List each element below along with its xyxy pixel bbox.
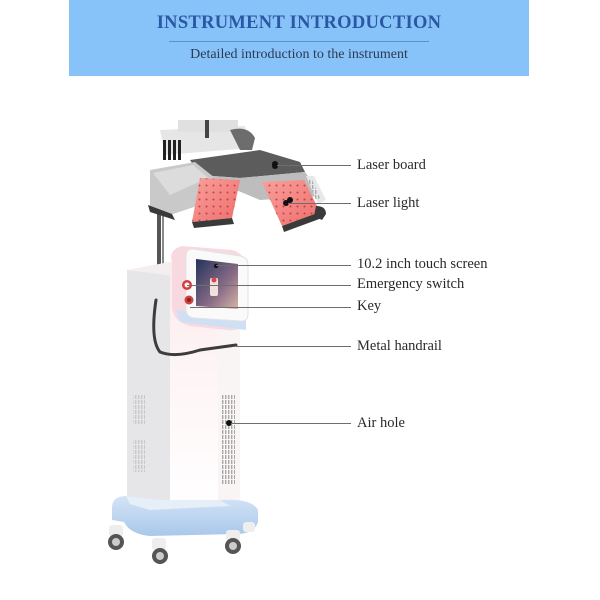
wheel-icon bbox=[108, 525, 124, 550]
handrail-leader bbox=[236, 346, 351, 347]
label-laser-board: Laser board bbox=[357, 157, 426, 173]
label-air-hole: Air hole bbox=[357, 415, 405, 431]
laser-light-marker bbox=[283, 200, 289, 206]
key-leader bbox=[190, 307, 351, 308]
label-laser-light: Laser light bbox=[357, 195, 420, 211]
page-subtitle: Detailed introduction to the instrument bbox=[190, 47, 408, 62]
laser-board-marker bbox=[272, 163, 278, 169]
header-banner: INSTRUMENT INTRODUCTION Detailed introdu… bbox=[69, 0, 529, 76]
label-key: Key bbox=[357, 298, 382, 314]
page-title: INSTRUMENT INTRODUCTION bbox=[156, 13, 442, 33]
emergency-switch-leader bbox=[187, 285, 351, 286]
label-metal-handrail: Metal handrail bbox=[357, 338, 442, 354]
laser-board-leader bbox=[277, 165, 351, 166]
label-emergency-switch: Emergency switch bbox=[357, 276, 465, 292]
title-divider bbox=[169, 41, 429, 42]
air-hole-marker bbox=[226, 420, 232, 426]
label-touch-screen: 10.2 inch touch screen bbox=[357, 256, 488, 272]
laser-light-leader bbox=[288, 203, 351, 204]
touch-screen-leader bbox=[216, 265, 351, 266]
air-hole-leader bbox=[231, 423, 351, 424]
